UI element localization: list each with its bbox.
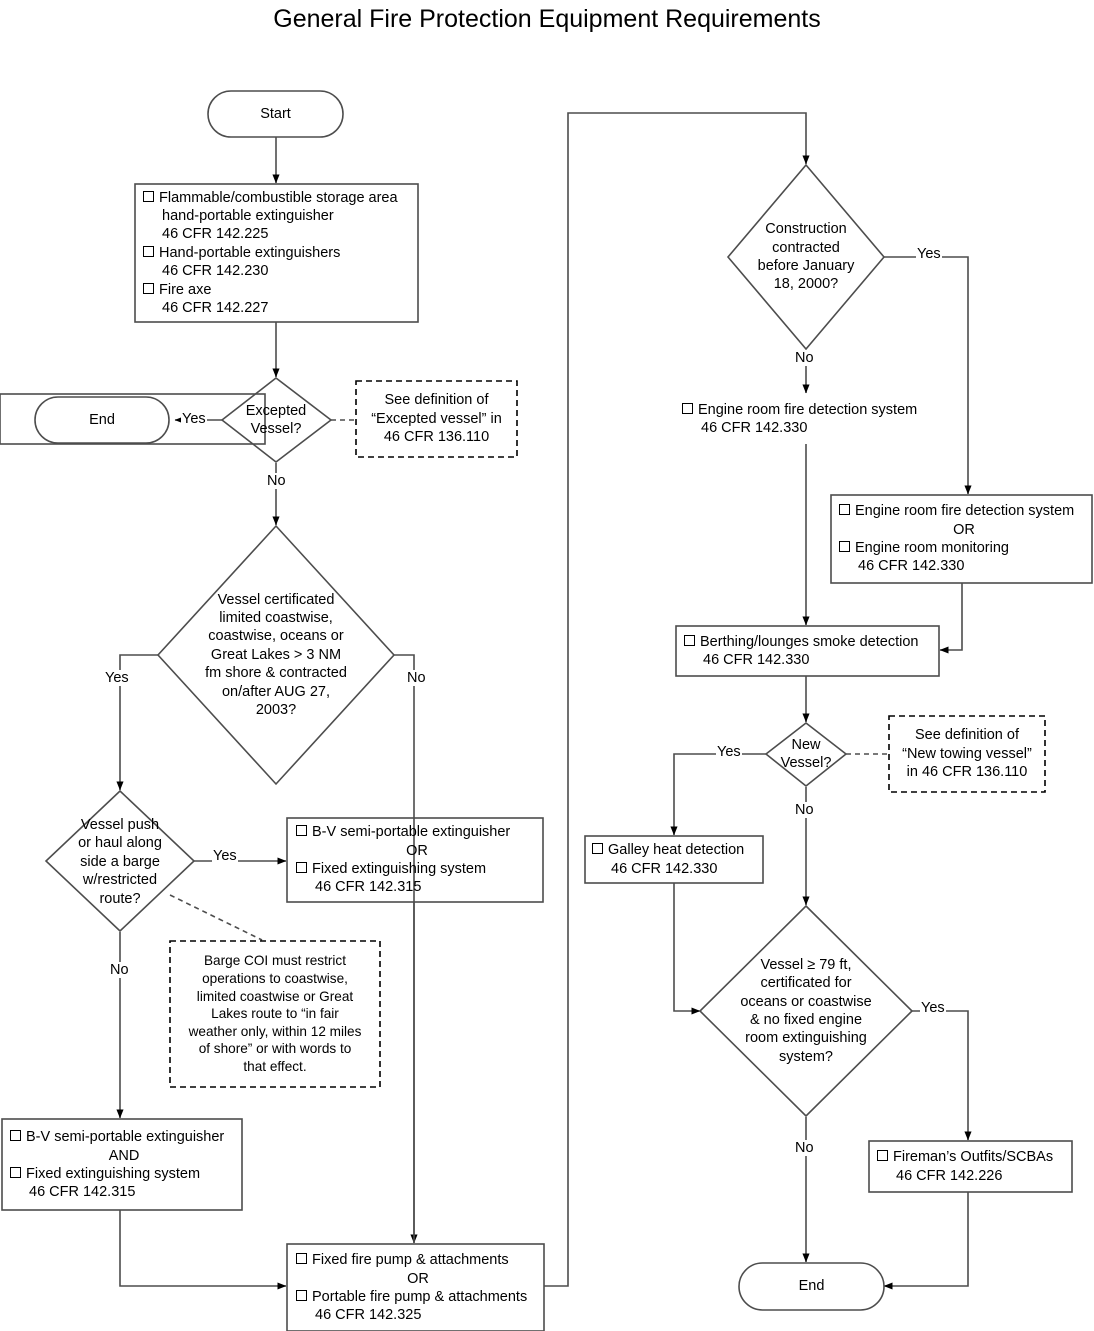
edge-firepump-to-construction xyxy=(544,112,810,1287)
edge-label-excepted-no: No xyxy=(266,473,287,489)
edge-new-vessel-yes-to-galley xyxy=(670,753,766,836)
shape-firemans-outfits[interactable] xyxy=(868,1140,1073,1193)
shape-excepted-vessel[interactable] xyxy=(220,376,333,464)
edge-label-push-no: No xyxy=(109,962,130,978)
shape-construction-contracted[interactable] xyxy=(726,163,886,351)
edge-label-certificated-yes: Yes xyxy=(104,670,130,686)
edge-label-construction-no: No xyxy=(794,350,815,366)
edge-push-to-barge-note xyxy=(169,894,263,941)
edge-galley-to-vessel79 xyxy=(673,883,701,1015)
shape-note-barge-coi xyxy=(169,940,381,1088)
shape-fire-pump[interactable] xyxy=(286,1243,545,1331)
shape-initial-equipment[interactable] xyxy=(134,183,419,323)
edge-or-monitoring-to-berthing xyxy=(939,583,963,654)
shape-end-left[interactable] xyxy=(34,396,170,444)
shape-note-new-vessel xyxy=(888,715,1046,793)
edge-label-construction-yes: Yes xyxy=(916,246,942,262)
shape-note-excepted xyxy=(355,380,518,458)
shape-galley-heat[interactable] xyxy=(584,835,764,884)
page-title: General Fire Protection Equipment Requir… xyxy=(273,5,821,33)
edge-label-newvessel-no: No xyxy=(794,802,815,818)
edge-construction-yes-to-or-monitoring xyxy=(884,256,972,495)
edge-certificated-no-to-firepump xyxy=(394,654,418,1244)
shape-vessel-push-haul[interactable] xyxy=(44,789,196,933)
edge-certificated-yes-to-push xyxy=(116,654,158,791)
edge-bv-and-to-firepump xyxy=(119,1210,287,1290)
edge-firemans-to-end xyxy=(883,1192,969,1290)
shape-vessel-79ft[interactable] xyxy=(698,904,914,1118)
shape-berthing-smoke[interactable] xyxy=(675,625,940,677)
shape-start[interactable] xyxy=(207,90,344,138)
shape-bv-and-fixed[interactable] xyxy=(1,1118,243,1211)
edge-label-excepted-yes: Yes xyxy=(181,411,207,427)
shape-end-right[interactable] xyxy=(738,1262,885,1311)
shape-bv-or-fixed[interactable] xyxy=(286,817,544,903)
shape-vessel-certificated[interactable] xyxy=(156,524,396,786)
edge-label-newvessel-yes: Yes xyxy=(716,744,742,760)
shape-new-vessel[interactable] xyxy=(764,721,848,788)
edge-label-push-yes: Yes xyxy=(212,848,238,864)
edge-label-vessel79-yes: Yes xyxy=(920,1000,946,1016)
shape-engine-room-detect[interactable] xyxy=(0,393,266,445)
shape-engine-room-detect-or-monitor[interactable] xyxy=(830,494,1093,584)
edge-label-vessel79-no: No xyxy=(794,1140,815,1156)
edge-label-certificated-no: No xyxy=(406,670,427,686)
edge-vessel79-yes-to-firemans xyxy=(912,1010,972,1141)
